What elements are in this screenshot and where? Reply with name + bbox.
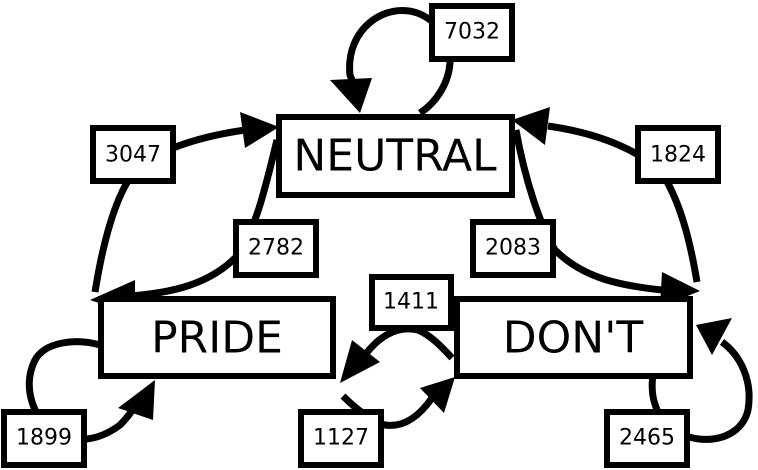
state-neutral: NEUTRAL	[276, 114, 515, 198]
count-neutral-to-pride: 2782	[233, 219, 319, 278]
arrowhead-pride-self	[118, 380, 155, 420]
state-neutral-label: NEUTRAL	[293, 131, 497, 182]
count-dont-self: 2465	[604, 409, 690, 468]
count-dont-self-label: 2465	[619, 426, 675, 451]
count-pride-to-dont: 1127	[298, 409, 384, 468]
edge-dont-to-pride	[362, 325, 455, 361]
count-dont-to-neutral-label: 1824	[650, 143, 706, 168]
edge-pride-to-dont	[340, 393, 435, 429]
arrowhead-pride-to-neutral	[240, 112, 279, 148]
count-neutral-to-dont: 2083	[470, 219, 556, 278]
count-neutral-self: 7032	[429, 3, 515, 62]
count-pride-self-label: 1899	[16, 426, 72, 451]
count-neutral-self-label: 7032	[444, 20, 500, 45]
count-pride-to-neutral-label: 3047	[105, 143, 161, 168]
count-dont-to-pride-label: 1411	[383, 290, 439, 315]
edge-neutral-self	[346, 7, 454, 116]
count-pride-to-neutral: 3047	[90, 125, 176, 184]
edge-dont-self	[648, 339, 753, 443]
count-dont-to-neutral: 1824	[635, 125, 721, 184]
state-pride-label: PRIDE	[151, 313, 283, 364]
count-pride-self: 1899	[1, 409, 87, 468]
arrowhead-dont-to-pride	[340, 340, 380, 383]
state-dont: DON'T	[454, 296, 693, 379]
state-dont-label: DON'T	[503, 313, 644, 364]
count-neutral-to-dont-label: 2083	[485, 236, 541, 261]
state-pride: PRIDE	[98, 296, 336, 379]
count-neutral-to-pride-label: 2782	[248, 236, 304, 261]
arrowhead-dont-self	[696, 318, 732, 355]
count-pride-to-dont-label: 1127	[313, 426, 369, 451]
arrowhead-neutral-self	[330, 78, 372, 113]
count-dont-to-pride: 1411	[369, 274, 454, 331]
arrowhead-pride-to-dont	[420, 377, 455, 413]
arrowhead-dont-to-neutral	[512, 107, 550, 145]
